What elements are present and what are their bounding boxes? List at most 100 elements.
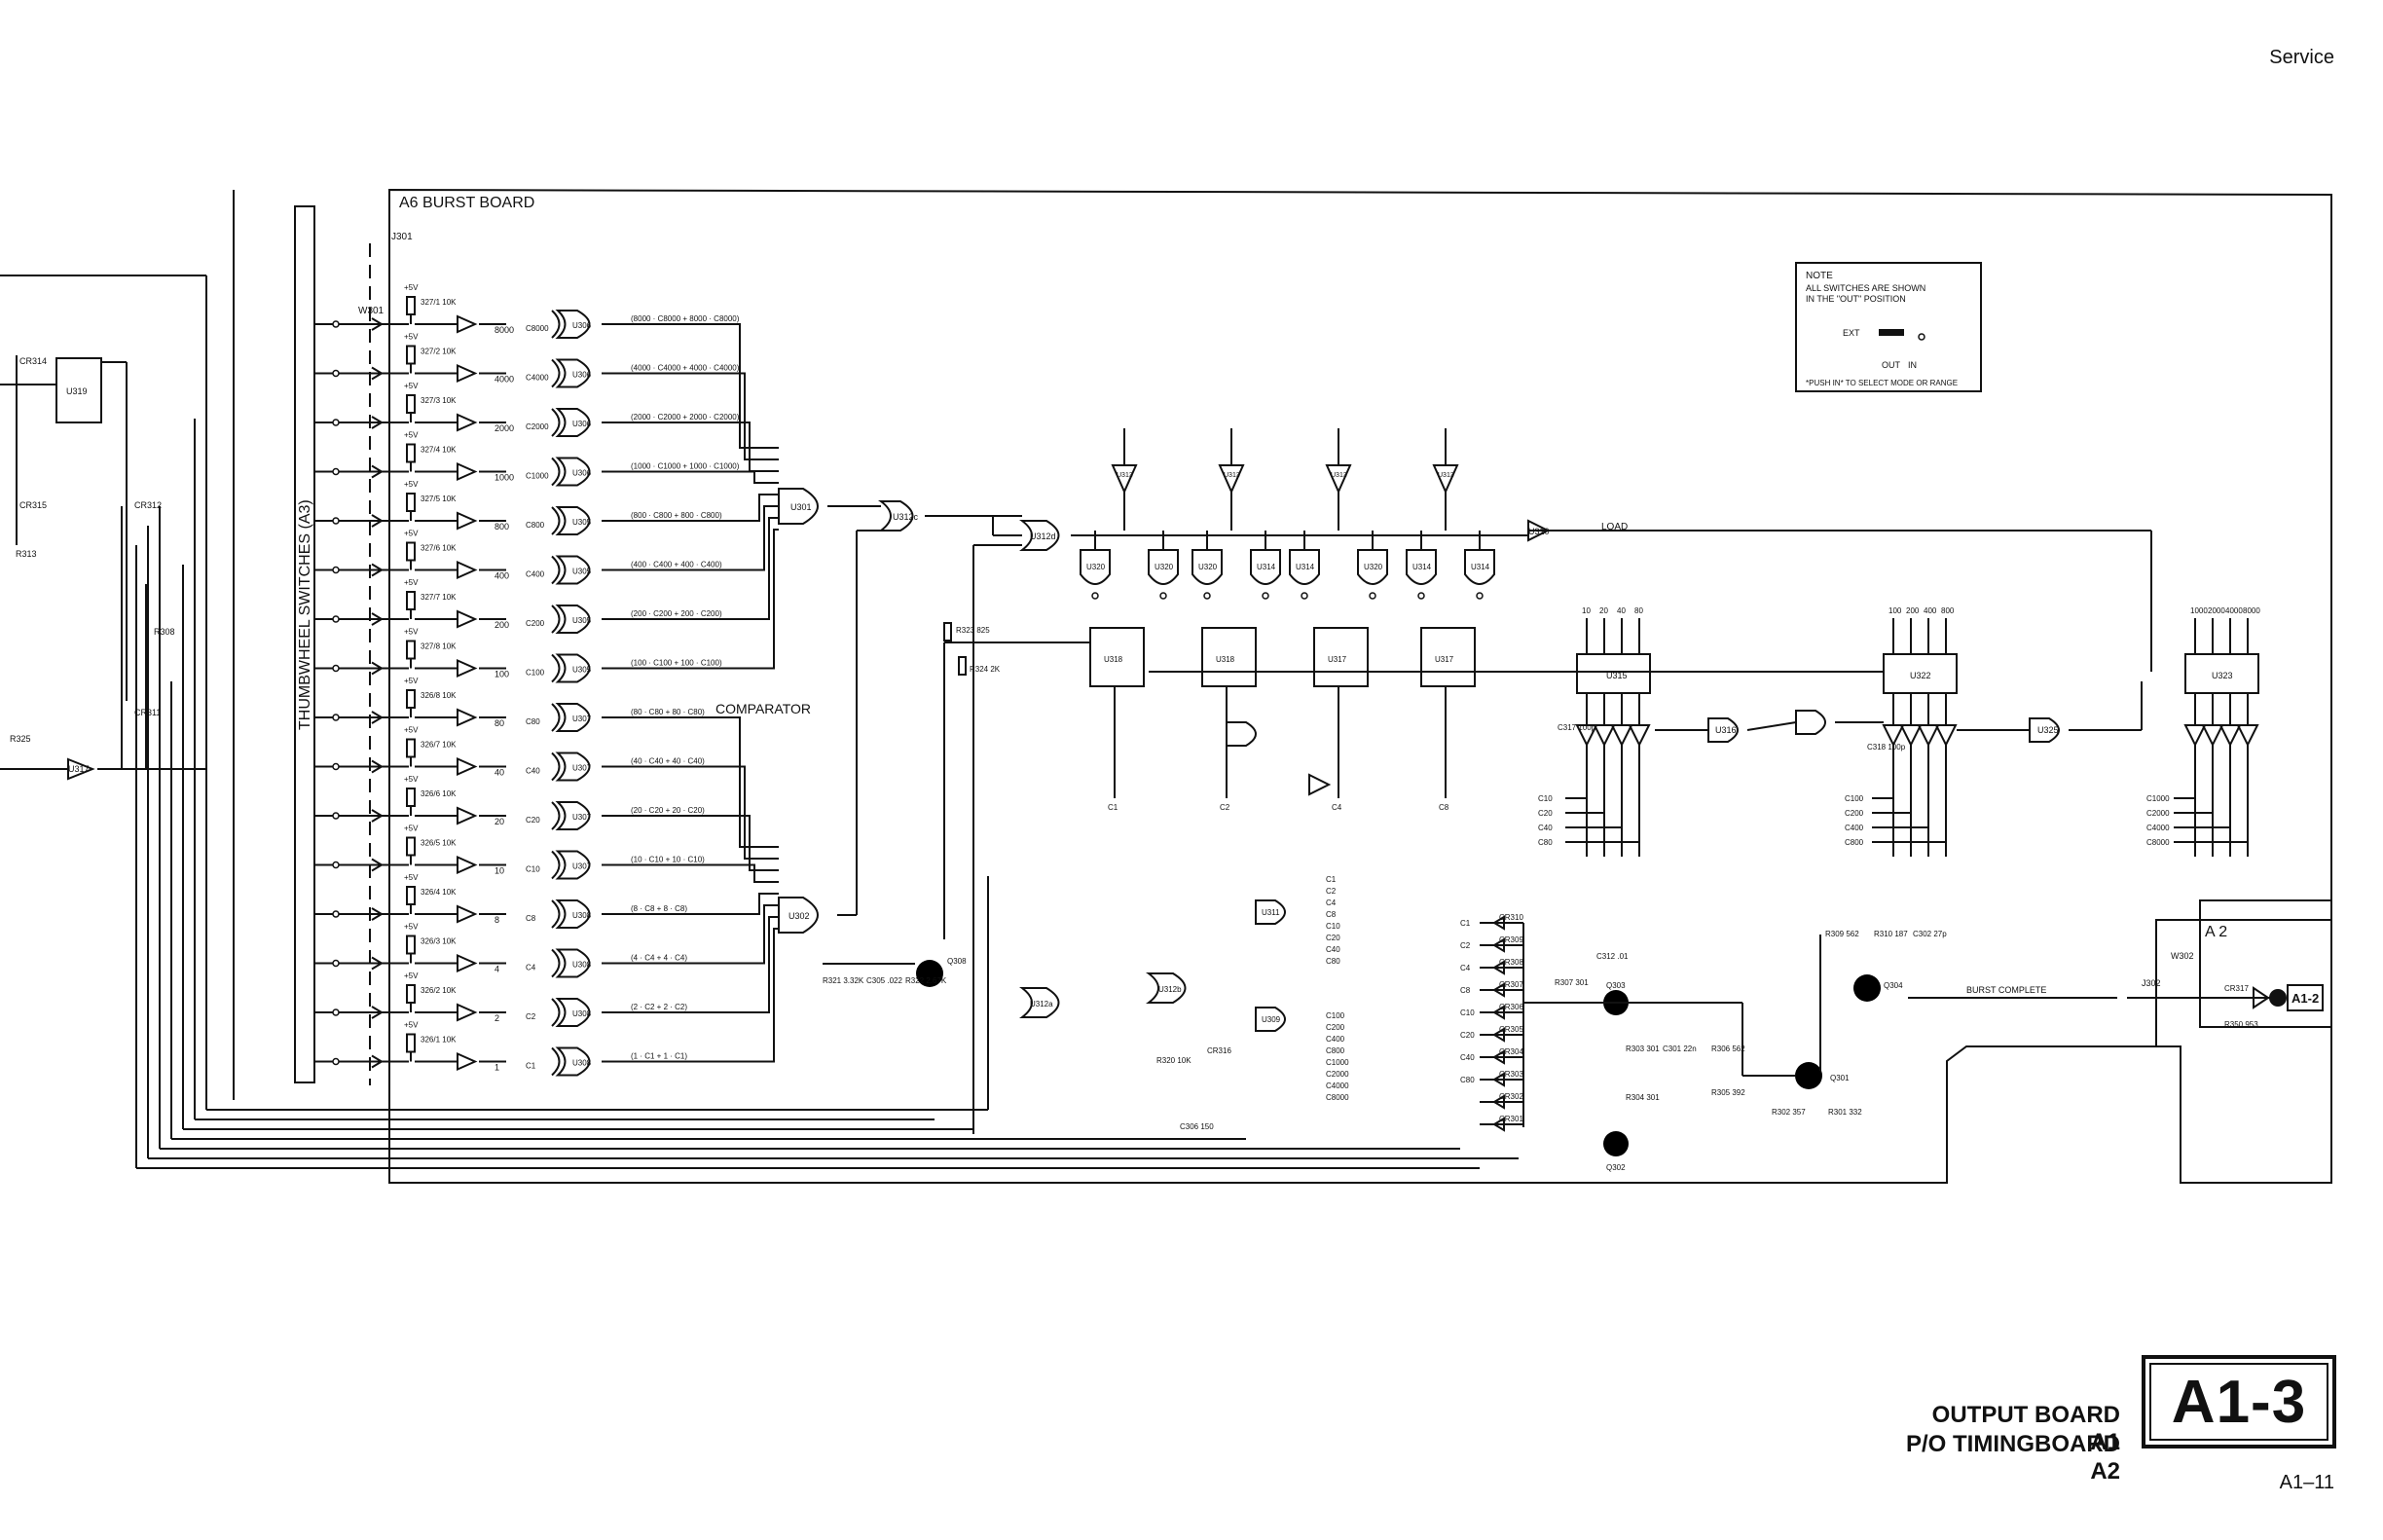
diode-label: CR309 [1499, 935, 1523, 944]
resistor-label: 327/5 10K [421, 495, 457, 503]
gate-u318-icon [1226, 721, 1257, 747]
counter-output-label: C100 [1845, 794, 1864, 803]
transistor-q308-icon [916, 960, 943, 987]
counter-output-label: C400 [1845, 824, 1864, 832]
connector-arrow-icon [371, 416, 384, 429]
c-input-label: C4000 [526, 374, 549, 383]
buffer-icon [1917, 724, 1940, 748]
c-input-label: C40 [526, 767, 540, 776]
c-input-label: C8 [526, 914, 536, 923]
gate-u316-ref: U316 [1715, 725, 1737, 735]
xor-curve [551, 605, 561, 634]
inverter-icon [457, 314, 478, 334]
c-input-label: C2 [526, 1012, 536, 1021]
gate-u325-ref: U325 [2037, 725, 2059, 735]
nand-ref: U314 [1412, 563, 1432, 571]
switch-contact-icon [332, 910, 340, 918]
xor-ref: U305 [572, 518, 592, 527]
counter-input-label: 80 [1634, 606, 1643, 615]
nand-bubble [1091, 592, 1099, 600]
part-r325: R325 [10, 734, 31, 744]
resistor-r324-icon [958, 656, 967, 676]
thumbwheel-label: THUMBWHEEL SWITCHES (A3) [297, 499, 313, 730]
resistor-label: 326/3 10K [421, 937, 457, 946]
nand-ref: U320 [1155, 563, 1174, 571]
counter-input-label: 8000 [2243, 606, 2260, 615]
counter-u315-ref: U315 [1606, 671, 1628, 680]
xor-curve [551, 899, 561, 929]
bus-row-label: C4000 [1326, 1082, 1349, 1090]
xor-output-wire [628, 372, 779, 460]
bus-row-label: C40 [1326, 945, 1340, 954]
gate-u312c-ref: U312c [893, 512, 919, 522]
xor-output-wire [628, 470, 779, 484]
part-cr315: CR315 [19, 500, 47, 510]
weight-label: 8000 [495, 325, 514, 335]
resistor-label: 326/6 10K [421, 789, 457, 798]
xor-ref: U308 [572, 1009, 592, 1018]
resistor-r310-label: R310 187 [1874, 930, 1908, 938]
supply-label: +5V [404, 578, 419, 587]
pullup-resistor-icon [406, 296, 416, 315]
diode-input-label: C10 [1460, 1008, 1475, 1017]
bus-row-label: C2 [1326, 887, 1337, 896]
xor-ref: U306 [572, 469, 592, 478]
gate-u312b-ref: U312b [1158, 985, 1182, 994]
counter-output-label: C20 [1538, 809, 1553, 818]
gate-u302 [778, 897, 819, 934]
buffer-icon [1610, 724, 1633, 748]
switch-contact-icon [332, 959, 340, 968]
part-cr314: CR314 [19, 356, 47, 366]
a2-inset [2199, 919, 2332, 1028]
xor-gate-icon [555, 948, 591, 978]
board-title-a1: OUTPUT BOARD A1 [1931, 1402, 2120, 1455]
xor-curve [551, 555, 561, 585]
xor-curve [551, 1046, 561, 1077]
gate-u312d [1019, 520, 1060, 551]
connector-j302: J302 [2142, 978, 2161, 988]
gate-u310-ref: U310 [1528, 527, 1550, 536]
sheet-number: A1-3 [2171, 1368, 2307, 1436]
burst-board-title: A6 BURST BOARD [399, 195, 534, 211]
gate-u312a-ref: U312a [1030, 1000, 1053, 1008]
counter-output-label: C800 [1845, 838, 1864, 847]
supply-label: +5V [404, 530, 419, 538]
xor-ref: U307 [572, 715, 592, 723]
note-in: IN [1908, 360, 1917, 370]
equation-label: (800 · C800 + 800 · C800) [631, 511, 722, 520]
inverter-ref: U313 [1331, 472, 1347, 479]
nand-gate-icon [1192, 549, 1223, 585]
xor-curve [551, 998, 561, 1027]
equation-label: (8000 · C8000 + 8000 · C8000) [631, 314, 740, 323]
left-partial-circuit [0, 190, 235, 1110]
capacitor-c302-label: C302 27p [1913, 930, 1947, 938]
resistor-label: 326/5 10K [421, 839, 457, 848]
counter-input-label: 10 [1582, 606, 1591, 615]
resistor-r323-label: R323 825 [956, 626, 990, 635]
connector-arrow-icon [371, 317, 384, 331]
transistor-q304-label: Q304 [1884, 981, 1903, 990]
resistor-r301-label: R301 332 [1828, 1108, 1862, 1117]
switch-contact-icon [332, 714, 340, 721]
bus-row-label: C10 [1326, 922, 1340, 931]
weight-label: 1000 [495, 473, 514, 483]
capacitor-c318-label: C318 100p [1867, 743, 1906, 752]
xor-ref: U307 [572, 813, 592, 822]
diode-label: CR303 [1499, 1070, 1523, 1079]
counter-input-label: 40 [1617, 606, 1626, 615]
counter-u322-ref: U322 [1910, 671, 1931, 680]
xor-output-wire [628, 494, 779, 522]
gate-u312d-ref: U312d [1030, 532, 1056, 541]
xor-ref: U305 [572, 568, 592, 576]
pullup-resistor-icon [406, 788, 416, 807]
counter-output-label: C40 [1538, 824, 1553, 832]
gate-u316b [1795, 710, 1826, 735]
switch-contact-icon [332, 812, 340, 820]
buffer-icon [1593, 724, 1616, 748]
capacitor-c317-label: C317 100p [1558, 723, 1596, 732]
